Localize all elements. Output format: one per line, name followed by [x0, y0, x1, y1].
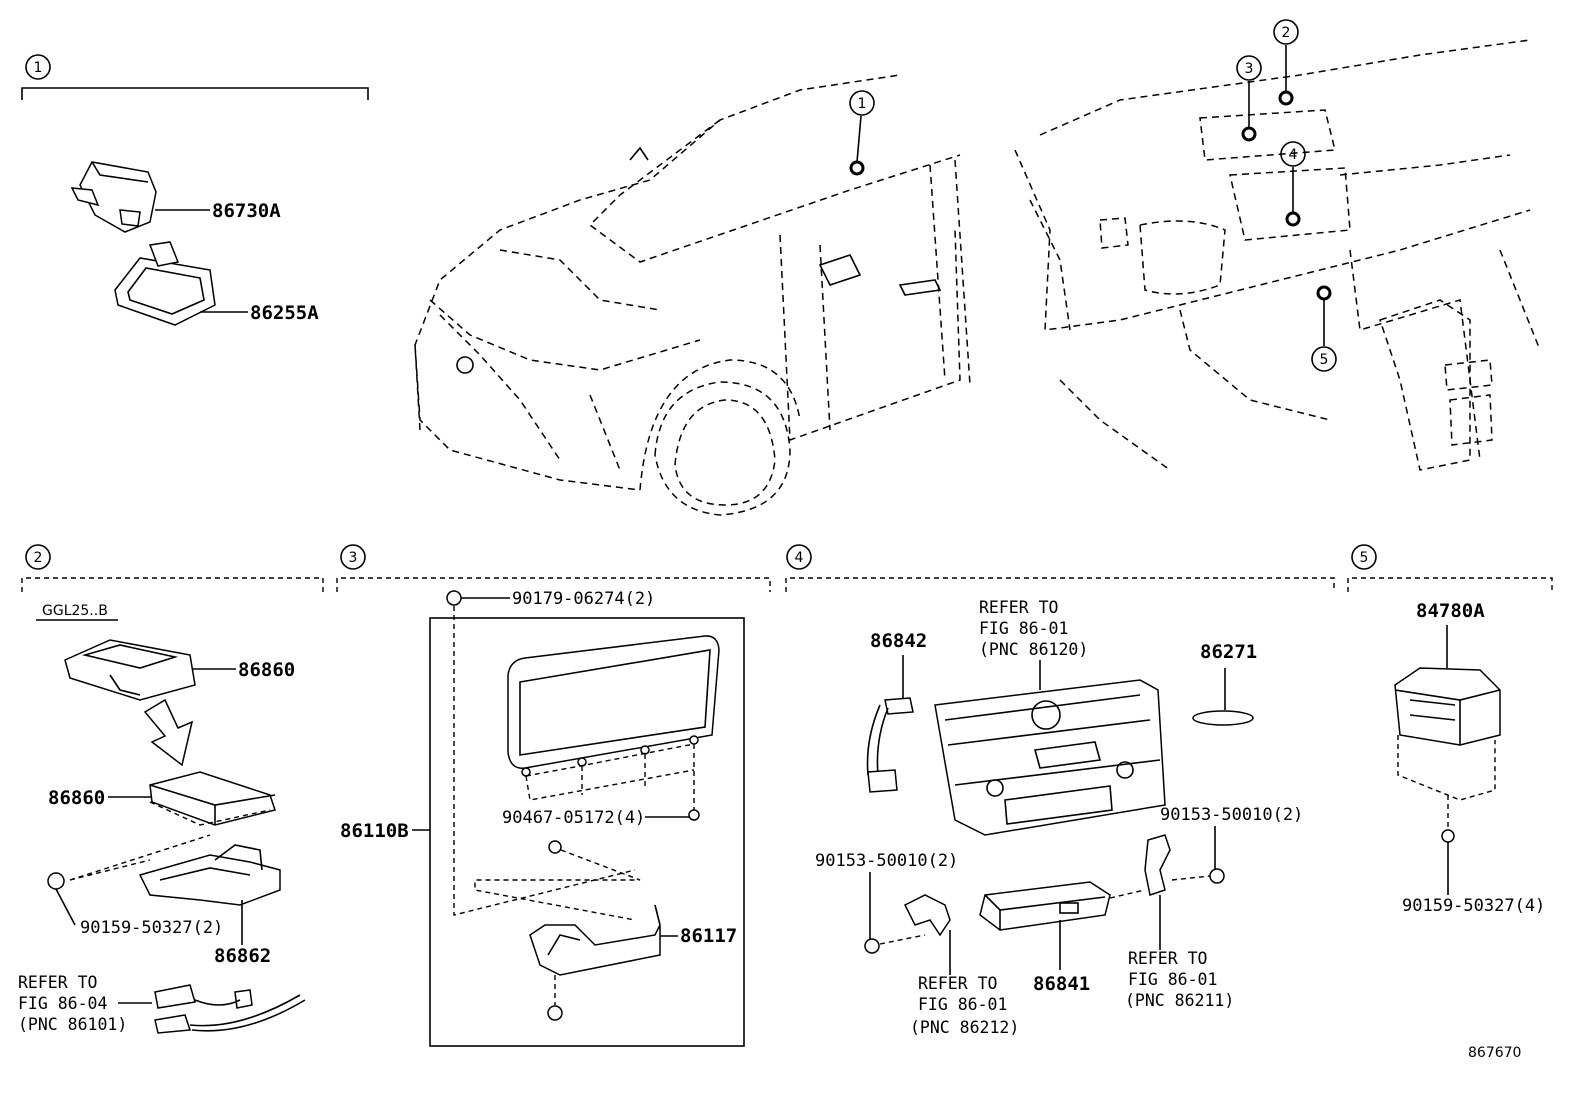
refer-2-line3: (PNC 86101)	[18, 1015, 127, 1034]
part-86862-drawing	[138, 844, 281, 906]
refer-4a-line3: (PNC 86120)	[979, 640, 1088, 659]
refer-2-line1: REFER TO	[18, 973, 97, 992]
refer-4a-line2: FIG 86-01	[979, 619, 1068, 638]
left-bracket-drawing	[903, 894, 951, 937]
part-label-90159-50327-4: 90159-50327(4)	[1402, 896, 1545, 916]
location-dot-1	[849, 160, 865, 176]
dash-marker-3: 3	[1245, 61, 1254, 77]
refer-4b-line1: REFER TO	[918, 974, 997, 993]
dash-marker-4: 4	[1289, 147, 1298, 163]
section-3-number: 3	[349, 550, 358, 566]
control-panel-drawing	[934, 679, 1166, 836]
part-label-86271: 86271	[1200, 641, 1257, 663]
refer-4b-line3: (PNC 86212)	[910, 1018, 1019, 1037]
harness-drawing	[154, 984, 306, 1034]
vehicle-overview: 1	[414, 74, 971, 516]
part-86117-drawing	[529, 904, 661, 976]
part-label-86110B: 86110B	[340, 820, 409, 842]
section-3: 3 90179-06274(2) 90467-05172(4) 861	[336, 544, 771, 1047]
assembly-arrow-icon	[143, 698, 194, 767]
section-4-number: 4	[795, 550, 804, 566]
right-bracket-drawing	[1144, 834, 1171, 896]
part-label-84780A: 84780A	[1416, 600, 1485, 622]
refer-4a-line1: REFER TO	[979, 598, 1058, 617]
part-label-90467-05172: 90467-05172(4)	[502, 808, 645, 828]
part-label-86117: 86117	[680, 925, 737, 947]
section-2: 2 GGL25..B 86860 86860	[18, 544, 324, 1034]
part-label-90179-06274: 90179-06274(2)	[512, 589, 655, 609]
section-1: 1 86730A 86255A	[21, 54, 369, 326]
section-5-number: 5	[1360, 550, 1369, 566]
figure-id: 867670	[1468, 1045, 1521, 1061]
part-label-86862: 86862	[214, 945, 271, 967]
display-drawing	[507, 635, 720, 777]
dash-marker-5: 5	[1320, 352, 1329, 368]
section-4: 4 REFER TO FIG 86-01 (PNC 86120) 86842 8…	[785, 544, 1335, 1037]
part-label-86860-a: 86860	[238, 659, 295, 681]
part-86255A-drawing	[114, 241, 216, 326]
section-1-number: 1	[34, 60, 43, 76]
refer-4c-line2: FIG 86-01	[1128, 970, 1217, 989]
part-label-90153-50010-left: 90153-50010(2)	[815, 851, 958, 871]
part-label-86841: 86841	[1033, 973, 1090, 995]
dash-marker-2: 2	[1282, 25, 1291, 41]
part-label-86860-b: 86860	[48, 787, 105, 809]
part-label-90153-50010-right: 90153-50010(2)	[1160, 805, 1303, 825]
refer-4c-line1: REFER TO	[1128, 949, 1207, 968]
refer-2-line2: FIG 86-04	[18, 994, 107, 1013]
part-86271-drawing	[1192, 710, 1254, 726]
part-86860-upper-drawing	[64, 639, 196, 701]
screw-icon	[446, 590, 462, 606]
dashboard-overview: 2 3 4 5	[1014, 19, 1541, 471]
variant-code: GGL25..B	[42, 603, 108, 619]
part-86730A-drawing	[70, 161, 157, 233]
part-86841-drawing	[979, 881, 1111, 931]
part-84780A-drawing	[1394, 667, 1501, 746]
section-2-number: 2	[34, 550, 43, 566]
part-label-86255A: 86255A	[250, 302, 319, 324]
refer-4b-line2: FIG 86-01	[918, 995, 1007, 1014]
part-label-90159-50327-2: 90159-50327(2)	[80, 918, 223, 938]
part-86842-drawing	[866, 697, 914, 793]
part-label-86730A: 86730A	[212, 200, 281, 222]
bolt-icon	[47, 872, 65, 890]
part-86860-lower-drawing	[149, 771, 276, 826]
part-label-86842: 86842	[870, 630, 927, 652]
car-marker-1: 1	[858, 96, 867, 112]
assembly-86110B-box	[429, 617, 745, 1047]
section-5: 5 84780A 90159-50327(4)	[1347, 544, 1553, 916]
refer-4c-line3: (PNC 86211)	[1125, 991, 1234, 1010]
